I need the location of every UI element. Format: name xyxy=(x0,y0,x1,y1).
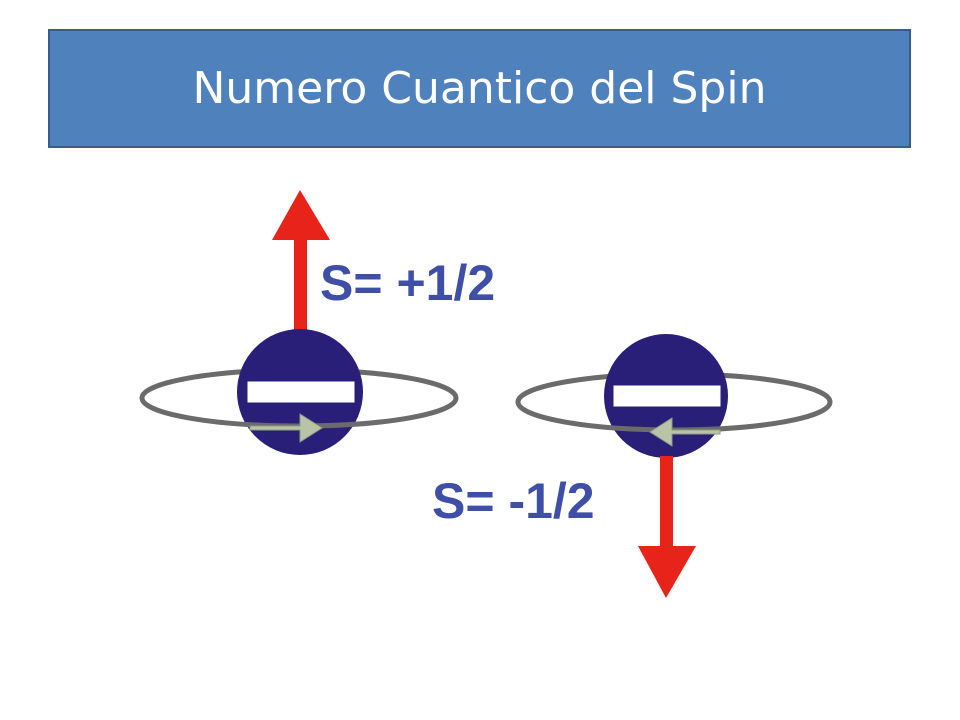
electron-band-up xyxy=(244,378,358,406)
spin-arrow-up-shaft xyxy=(294,236,307,336)
spin-arrow-up-head xyxy=(272,190,330,240)
title-box: Numero Cuantico del Spin xyxy=(48,29,911,148)
spin-arrow-down-head xyxy=(638,546,696,598)
rotation-arrow-left xyxy=(649,417,721,447)
spin-arrow-down-shaft xyxy=(660,456,673,548)
electron-band-down xyxy=(610,382,724,410)
slide-title: Numero Cuantico del Spin xyxy=(192,63,767,114)
spin-down-label: S= -1/2 xyxy=(432,473,595,529)
rotation-arrow-right xyxy=(249,413,323,443)
electron-spin-up: S= +1/2 xyxy=(139,190,495,455)
spin-up-label: S= +1/2 xyxy=(320,255,495,311)
electron-spin-down: S= -1/2 xyxy=(432,334,833,598)
